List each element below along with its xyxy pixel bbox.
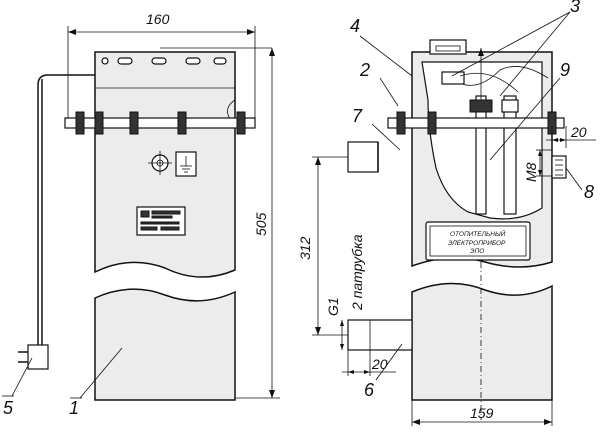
power-plug: [18, 344, 49, 370]
vent-slots: [101, 57, 227, 65]
callout-2: 2: [359, 60, 370, 80]
callout-6: 6: [364, 380, 375, 400]
left-nameplate: [136, 206, 186, 236]
dim-20-top: 20: [570, 124, 587, 140]
right-housing-lower: [411, 282, 553, 401]
power-cord: [37, 74, 95, 345]
ground-icon: [175, 151, 197, 177]
dim-width-bottom: 159: [470, 405, 494, 421]
dim-m8: M8: [523, 162, 539, 182]
thermostat-cover: [429, 39, 467, 85]
dim-g1: G1: [325, 297, 341, 316]
thermostat-knob: [148, 151, 172, 175]
callout-1: 1: [69, 398, 79, 418]
plate-line1: ОТОПИТЕЛЬНЫЙ: [450, 229, 506, 238]
plate-line2: ЭЛЕКТРОПРИБОР: [448, 240, 506, 247]
callout-9: 9: [560, 60, 570, 80]
ground-bolt: [551, 155, 567, 179]
callout-7: 7: [352, 106, 363, 126]
plate-line3: ЭПО: [470, 248, 484, 255]
outlet-pipe: [347, 141, 379, 173]
left-housing-lower: [94, 288, 236, 401]
inlet-pipe: [347, 319, 413, 351]
callout-8: 8: [584, 182, 594, 202]
callout-5: 5: [3, 398, 14, 418]
pipes-note: 2 патрубка: [349, 234, 365, 311]
right-nameplate: ОТОПИТЕЛЬНЫЙ ЭЛЕКТРОПРИБОР ЭПО: [425, 221, 531, 261]
mounting-rail: [64, 111, 256, 135]
left-view: 160 505 5 1: [2, 11, 280, 418]
right-mounting-rail: [387, 111, 565, 135]
callout-4: 4: [350, 16, 360, 36]
dim-width-left: 160: [146, 11, 170, 27]
dim-height-right: 312: [297, 236, 313, 260]
dim-20-bottom: 20: [371, 356, 388, 372]
right-view: ОТОПИТЕЛЬНЫЙ ЭЛЕКТРОПРИБОР ЭПО 312 G1 2 …: [297, 0, 596, 426]
dim-height-left: 505: [253, 212, 269, 236]
callout-3: 3: [570, 0, 580, 16]
